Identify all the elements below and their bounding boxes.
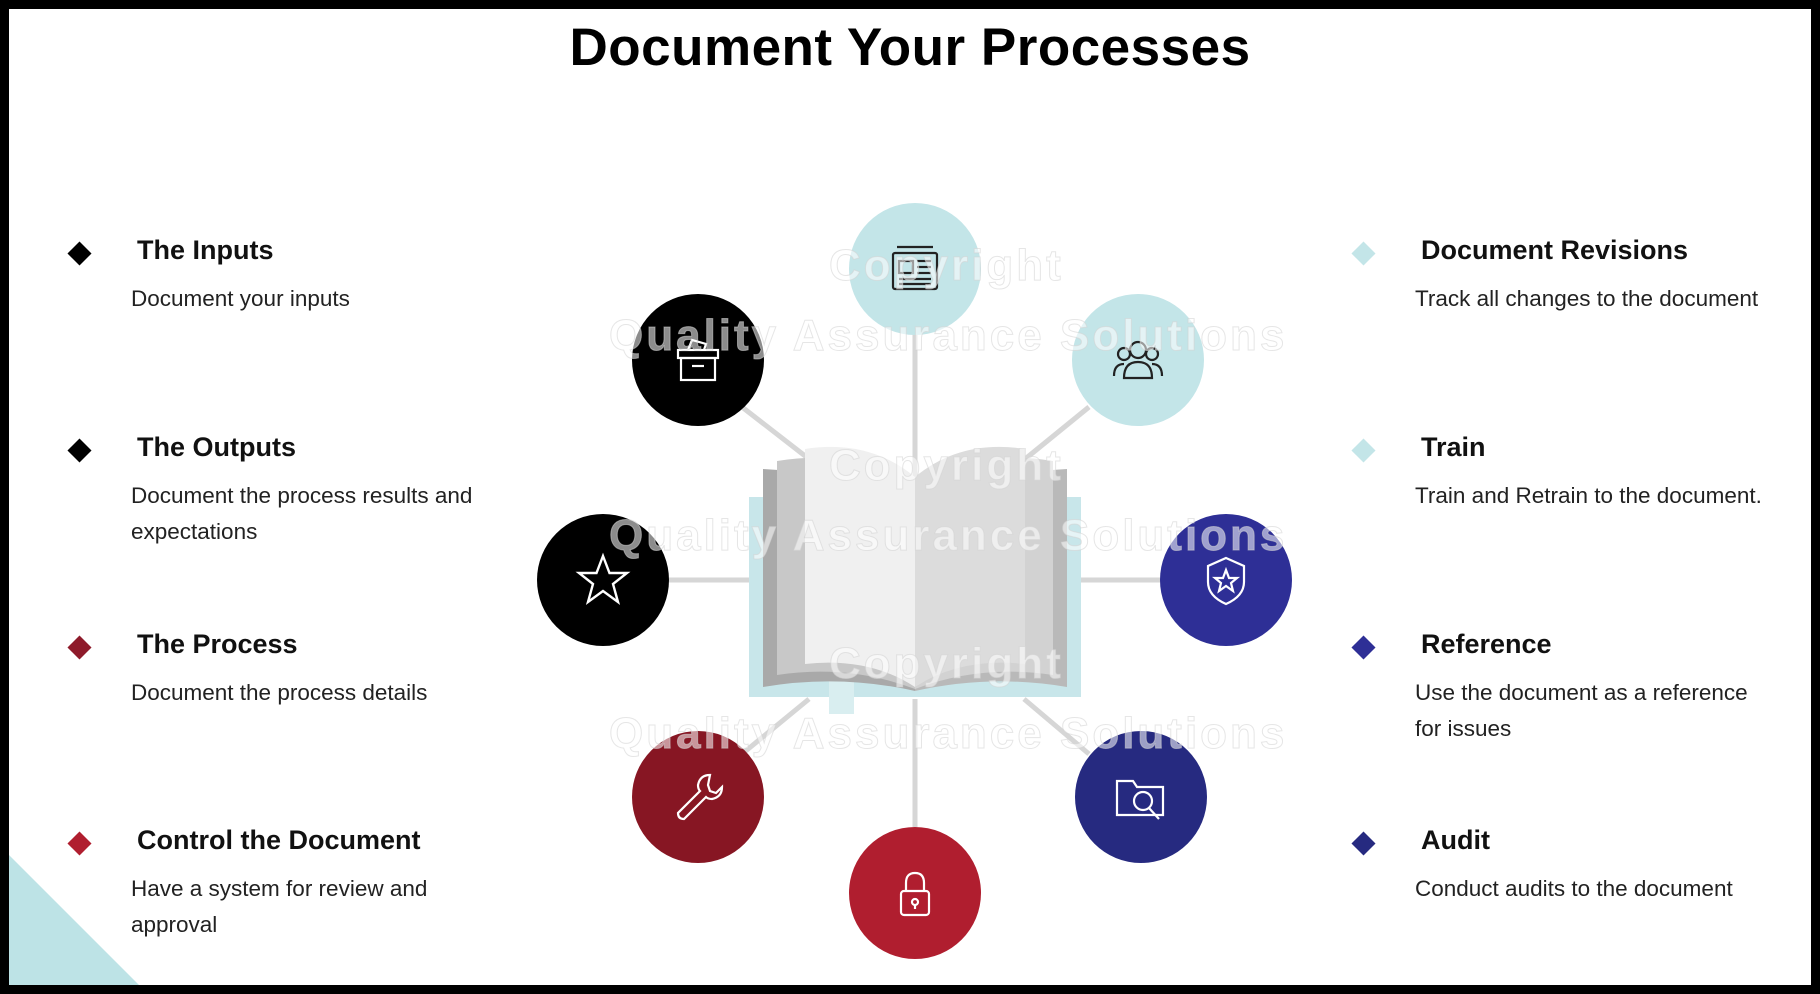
watermark-line: Copyright xyxy=(829,241,1064,291)
archive-node xyxy=(632,294,764,426)
item-description: Document the process results and expecta… xyxy=(131,483,473,544)
item-description: Use the document as a reference for issu… xyxy=(1415,680,1748,741)
item-description: Conduct audits to the document xyxy=(1415,876,1733,901)
item-description: Track all changes to the document xyxy=(1415,286,1759,311)
archive-box-icon xyxy=(676,338,720,382)
lock-node xyxy=(849,827,981,959)
item-description: Document the process details xyxy=(131,680,428,705)
item-heading: The Process xyxy=(137,629,298,659)
item-heading: The Inputs xyxy=(137,235,274,265)
item-description: Document your inputs xyxy=(131,286,350,311)
newspaper-icon xyxy=(891,245,939,291)
item-description: Have a system for review and approval xyxy=(131,876,428,937)
newspaper-node xyxy=(849,203,981,335)
item-heading: Control the Document xyxy=(137,825,421,855)
page-title: Document Your Processes xyxy=(569,18,1251,77)
watermark-line: Quality Assurance Solutions xyxy=(608,709,1288,759)
watermark-line: Quality Assurance Solutions xyxy=(608,311,1288,361)
watermark-line: Copyright xyxy=(829,639,1064,689)
folder-search-icon xyxy=(1115,779,1165,820)
badge-star-icon xyxy=(1206,556,1246,606)
item-heading: The Outputs xyxy=(137,432,296,462)
item-description: Train and Retrain to the document. xyxy=(1415,483,1762,508)
item-heading: Audit xyxy=(1421,825,1490,855)
item-heading: Train xyxy=(1421,432,1486,462)
star-node xyxy=(537,514,669,646)
corner-accent xyxy=(9,855,139,985)
star-icon xyxy=(575,552,631,606)
item-heading: Reference xyxy=(1421,629,1552,659)
watermark-line: Quality Assurance Solutions xyxy=(608,511,1288,561)
wrench-icon xyxy=(676,773,724,821)
wrench-node xyxy=(632,731,764,863)
watermark-line: Copyright xyxy=(829,441,1064,491)
folder-search-node xyxy=(1075,731,1207,863)
hub-diagram xyxy=(669,329,1164,827)
people-icon xyxy=(1112,340,1164,380)
people-node xyxy=(1072,294,1204,426)
lock-icon xyxy=(899,871,931,917)
item-heading: Document Revisions xyxy=(1421,235,1689,265)
open-book-icon xyxy=(749,446,1081,714)
connector-lines xyxy=(669,329,1164,827)
badge-node xyxy=(1160,514,1292,646)
